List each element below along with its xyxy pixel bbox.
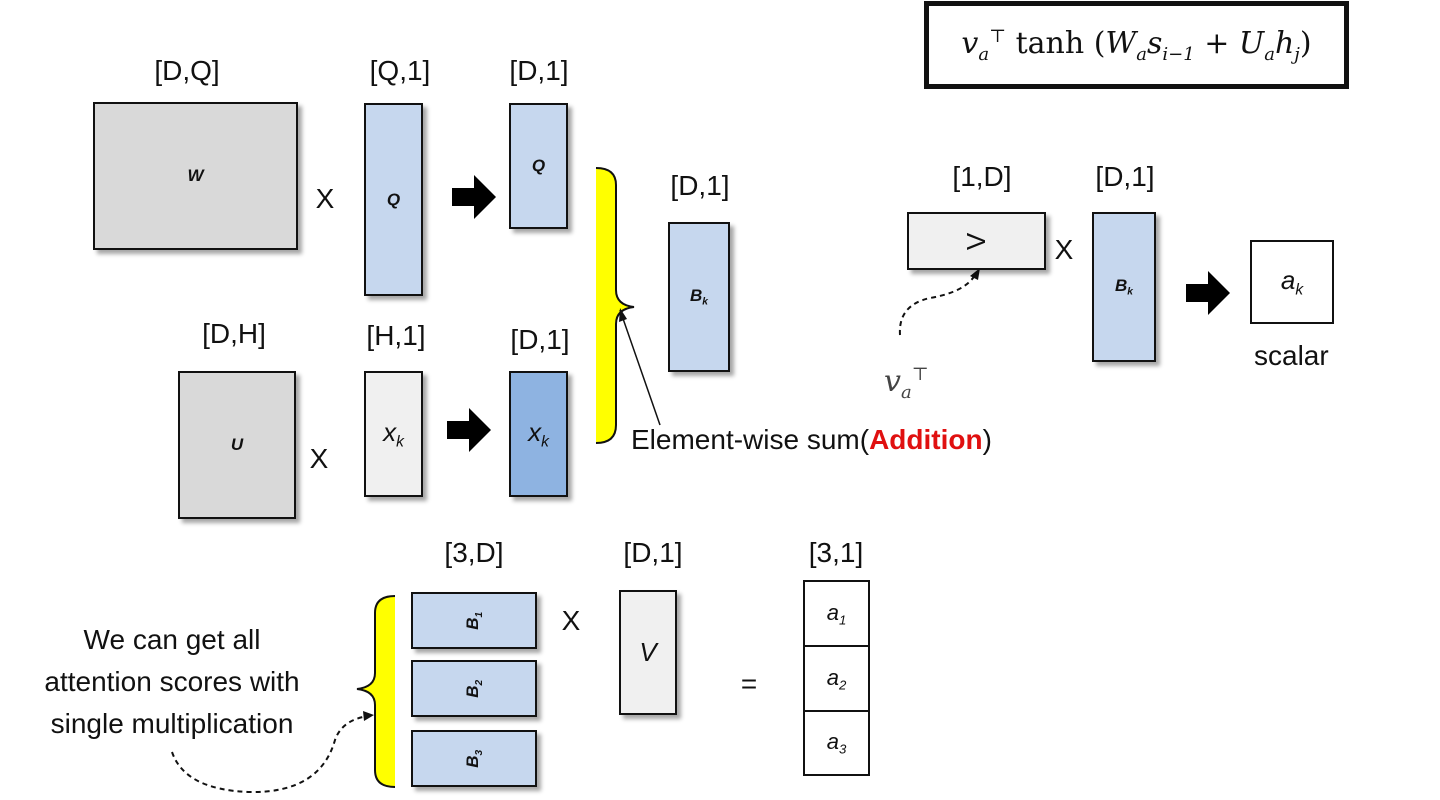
dim-bmat: [3,D] <box>444 537 504 568</box>
vector-q-out: Q <box>509 103 568 229</box>
times-1: X <box>315 183 335 214</box>
arrow-q <box>452 175 496 219</box>
score-a2: a2 <box>803 645 870 712</box>
vector-bk-right: Bk <box>1092 212 1156 362</box>
equals: = <box>740 668 758 699</box>
dim-a-col: [3,1] <box>808 537 864 568</box>
scalar-ak: ak <box>1250 240 1334 324</box>
dim-x-in: [H,1] <box>366 320 426 351</box>
arrow-a <box>1186 271 1230 315</box>
brace-sum <box>596 168 634 443</box>
times-4: X <box>561 605 581 636</box>
row-b1: B1 <box>411 592 537 649</box>
matrix-w: W <box>93 102 298 250</box>
va-transpose-label: va⊤ <box>884 364 929 403</box>
formula-box: va⊤ tanh (Wasi−1 + Uahj) <box>924 1 1349 89</box>
vector-v-col: V <box>619 590 677 715</box>
vector-bk: Bk <box>668 222 730 372</box>
arrow-x <box>447 408 491 452</box>
dim-w: [D,Q] <box>154 55 220 86</box>
dim-v-col: [D,1] <box>623 537 683 568</box>
score-a1: a1 <box>803 580 870 647</box>
score-a3: a3 <box>803 710 870 776</box>
dim-b-right: [D,1] <box>1095 161 1155 192</box>
row-b2: B2 <box>411 660 537 717</box>
dim-b: [D,1] <box>670 170 730 201</box>
all-scores-line-3: single multiplication <box>50 708 294 739</box>
dim-v-row: [1,D] <box>952 161 1012 192</box>
dim-u: [D,H] <box>202 318 266 349</box>
brace-scores <box>357 596 395 787</box>
vector-x-out: xk <box>509 371 568 497</box>
dashed-arrow-brace <box>171 715 369 794</box>
dim-q-out: [D,1] <box>509 55 569 86</box>
times-2: X <box>309 443 329 474</box>
matrix-u: U <box>178 371 296 519</box>
elementwise-note: Element-wise sum(Addition) <box>631 424 992 455</box>
vector-q: Q <box>364 103 423 296</box>
all-scores-line-1: We can get all <box>83 624 261 655</box>
row-b3: B3 <box>411 730 537 787</box>
all-scores-line-2: attention scores with <box>44 666 300 697</box>
scalar-label: scalar <box>1254 340 1329 371</box>
pointer-line <box>619 309 661 426</box>
vector-x-in: xk <box>364 371 423 497</box>
dim-x-out: [D,1] <box>510 324 570 355</box>
dashed-arrow-v <box>898 274 976 336</box>
dim-q-in: [Q,1] <box>369 55 431 86</box>
vector-v-row: V <box>907 212 1046 270</box>
times-3: X <box>1054 234 1074 265</box>
